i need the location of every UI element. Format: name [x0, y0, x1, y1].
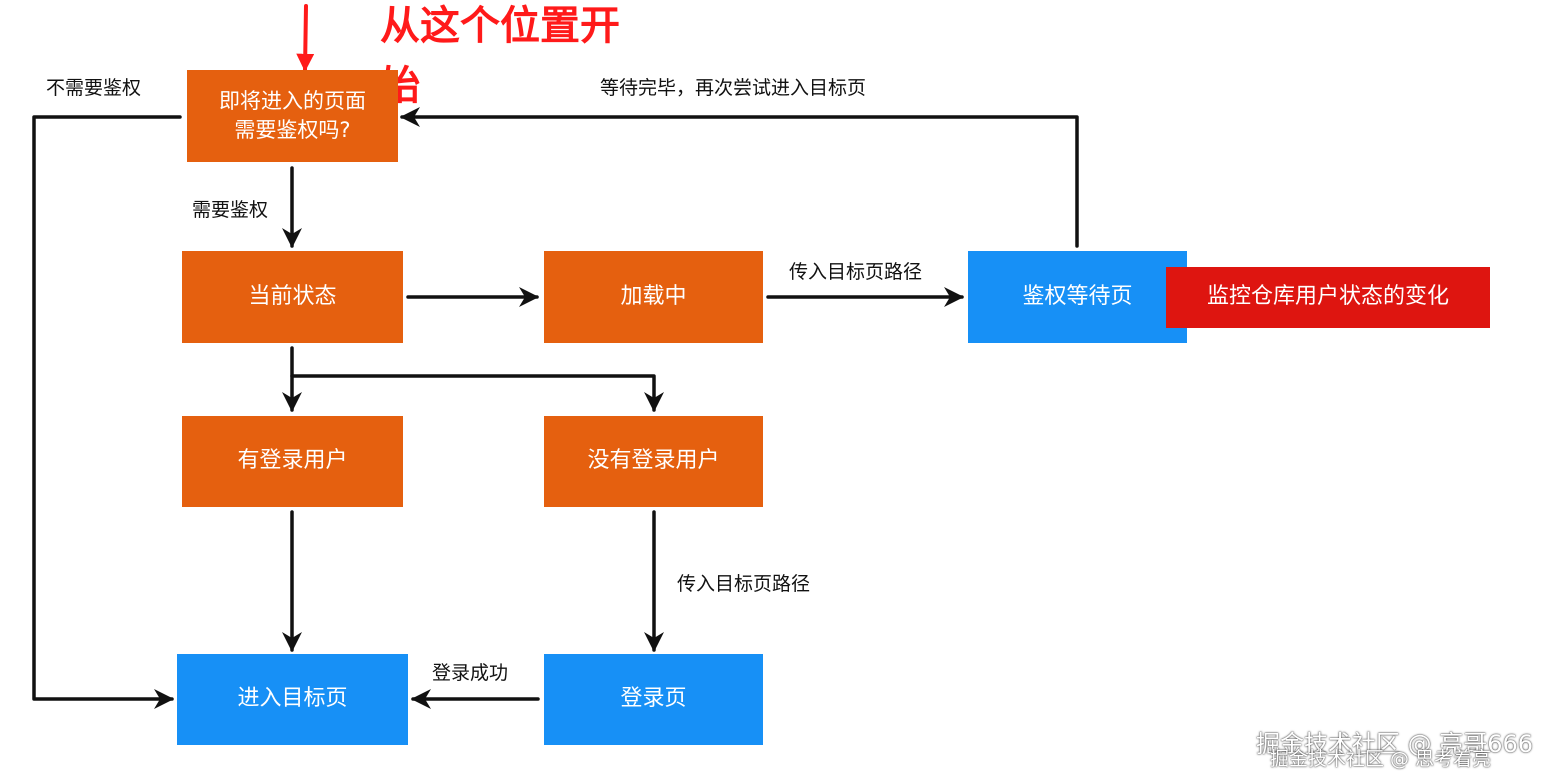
start-pointer-arrow	[296, 4, 315, 72]
arrow-no-auth	[32, 115, 182, 709]
label-no-auth: 不需要鉴权	[46, 77, 142, 99]
label-need-auth: 需要鉴权	[192, 199, 269, 221]
node-no-user: 没有登录用户	[544, 416, 763, 507]
watermark-primary: 掘金技术社区 @ 亮哥666	[1256, 730, 1534, 758]
node-loading: 加载中	[544, 251, 763, 343]
node-monitor-store: 监控仓库用户状态的变化	[1166, 267, 1490, 328]
start-annotation-line1: 从这个位置开	[380, 3, 620, 49]
arrow-state-to-no-user	[290, 374, 664, 412]
node-start-line1: 即将进入的页面	[219, 88, 366, 113]
watermark-secondary: 掘金技术社区 @ 思考着亮	[1270, 748, 1492, 770]
node-start-auth-check: 即将进入的页面 需要鉴权吗?	[187, 70, 398, 162]
node-has-user: 有登录用户	[182, 416, 403, 507]
label-retry: 等待完毕，再次尝试进入目标页	[600, 77, 867, 99]
arrow-retry	[400, 107, 1079, 248]
node-start-line2: 需要鉴权吗?	[234, 118, 351, 142]
label-login-success: 登录成功	[432, 662, 509, 684]
label-pass-path-top: 传入目标页路径	[789, 261, 923, 283]
node-login-page: 登录页	[544, 654, 763, 745]
node-enter-target: 进入目标页	[177, 654, 408, 745]
node-current-state: 当前状态	[182, 251, 403, 343]
node-auth-wait-page: 鉴权等待页	[968, 251, 1187, 343]
label-pass-path-bottom: 传入目标页路径	[677, 573, 811, 595]
